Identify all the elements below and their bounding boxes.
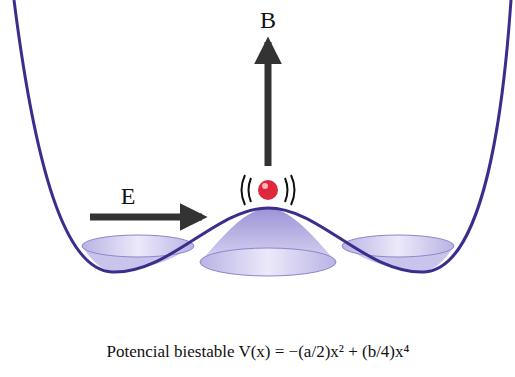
electric-field-arrow [90,214,202,221]
field-label-b: B [260,8,276,32]
vibration-marks [242,175,295,205]
barrier-surface [200,248,336,276]
potential-curve [14,0,511,272]
magnetic-field-arrow [265,42,272,166]
right-well-surface [342,235,454,257]
field-label-e: E [121,184,136,208]
particle-highlight [262,183,268,189]
particle [258,180,278,200]
left-well-surface [82,235,194,257]
caption: Potencial biestable V(x) = −(a/2)x² + (b… [107,342,410,362]
